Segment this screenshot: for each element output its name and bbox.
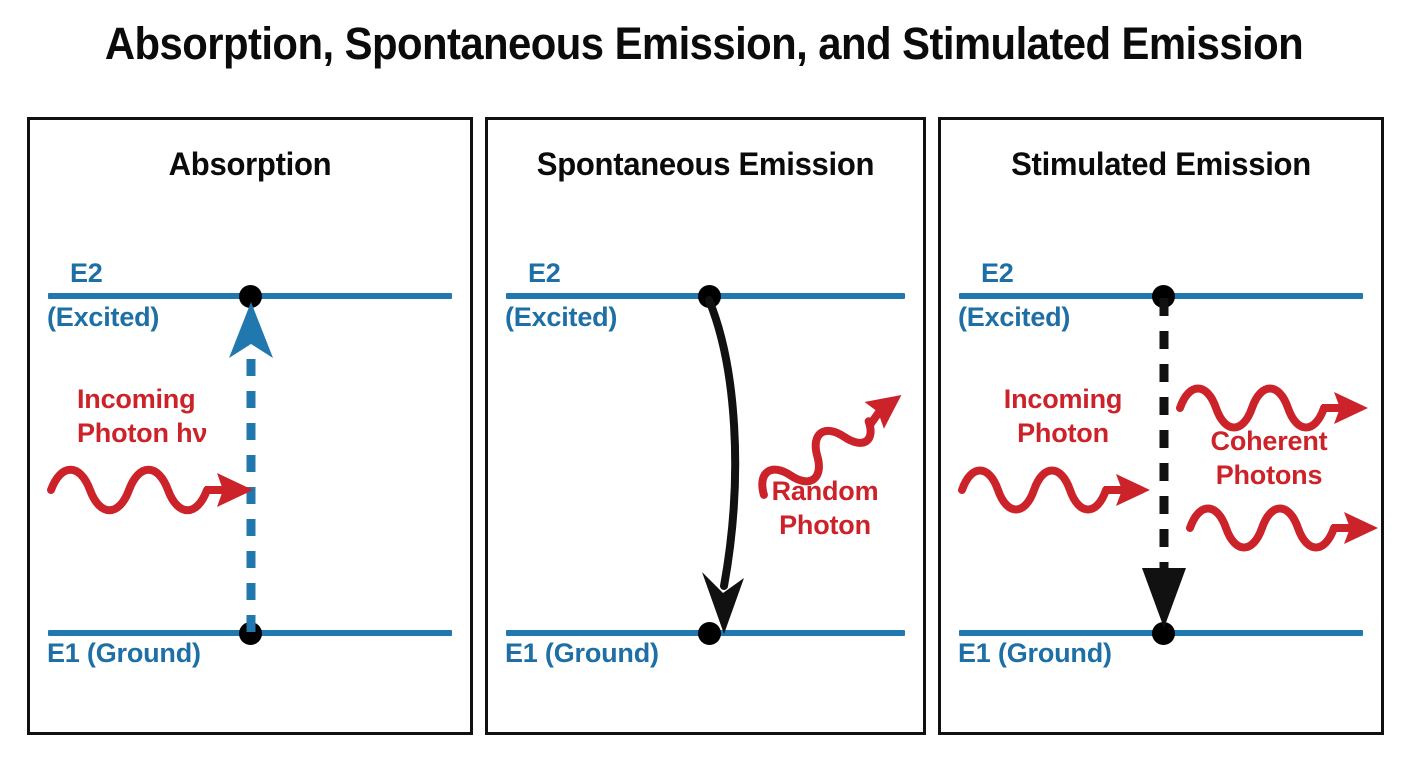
transition-arrow-down-dashed bbox=[1129, 296, 1199, 636]
panel-spontaneous-emission: Spontaneous Emission E2 (Excited) E1 (Gr… bbox=[485, 117, 926, 735]
photon-label-line-2: Photon bbox=[1017, 417, 1109, 448]
photon-label-random: Random Photon bbox=[740, 475, 910, 543]
page-title: Absorption, Spontaneous Emission, and St… bbox=[104, 18, 1304, 69]
photon-label-line-2: Photon hν bbox=[77, 417, 208, 448]
energy-level-e2-label: E2 bbox=[528, 258, 561, 288]
energy-level-e2-sublabel: (Excited) bbox=[505, 302, 618, 332]
panel-title-absorption: Absorption bbox=[168, 146, 332, 182]
transition-arrow-up-dashed bbox=[216, 296, 286, 632]
photon-label-coherent: Coherent Photons bbox=[1179, 425, 1359, 493]
energy-level-e1-label: E1 (Ground) bbox=[958, 638, 1112, 668]
photon-wave-coherent-2 bbox=[1186, 503, 1386, 553]
energy-level-e2-label: E2 bbox=[70, 258, 103, 288]
panel-title-stimulated-emission: Stimulated Emission bbox=[1011, 146, 1311, 182]
photon-wave-coherent-1 bbox=[1176, 383, 1376, 433]
photon-label-line-2: Photons bbox=[1215, 459, 1323, 490]
panel-absorption: Absorption E2 (Excited) E1 (Ground) Inco… bbox=[27, 117, 473, 735]
electron-dot-e1 bbox=[698, 622, 721, 645]
photon-wave-incoming bbox=[958, 465, 1158, 515]
electron-dot-e2 bbox=[1152, 285, 1175, 308]
electron-dot-e1 bbox=[1152, 622, 1175, 645]
photon-label-incoming: Incoming Photon bbox=[973, 383, 1153, 451]
transition-arrow-curved-down bbox=[668, 296, 798, 646]
electron-dot-e2 bbox=[239, 285, 262, 308]
energy-level-e2-label: E2 bbox=[981, 258, 1014, 288]
photon-label-line-1: Random bbox=[771, 476, 879, 506]
photon-wave-incoming bbox=[47, 465, 257, 515]
panel-title-spontaneous-emission: Spontaneous Emission bbox=[536, 146, 875, 182]
electron-dot-e1 bbox=[239, 622, 262, 645]
photon-label-line-1: Incoming bbox=[1003, 384, 1123, 414]
energy-level-e2-sublabel: (Excited) bbox=[958, 302, 1071, 332]
panel-stimulated-emission: Stimulated Emission E2 (Excited) E1 (Gro… bbox=[938, 117, 1384, 735]
photon-label-line-2: Photon bbox=[779, 509, 871, 540]
photon-wave-random bbox=[756, 363, 916, 513]
energy-level-e2-sublabel: (Excited) bbox=[47, 302, 160, 332]
photon-label-line-1: Coherent bbox=[1210, 426, 1328, 456]
photon-label-incoming: Incoming Photon hν bbox=[77, 383, 207, 451]
energy-level-e1-label: E1 (Ground) bbox=[47, 638, 201, 668]
energy-level-e1-label: E1 (Ground) bbox=[505, 638, 659, 668]
photon-label-line-1: Incoming bbox=[77, 384, 196, 414]
